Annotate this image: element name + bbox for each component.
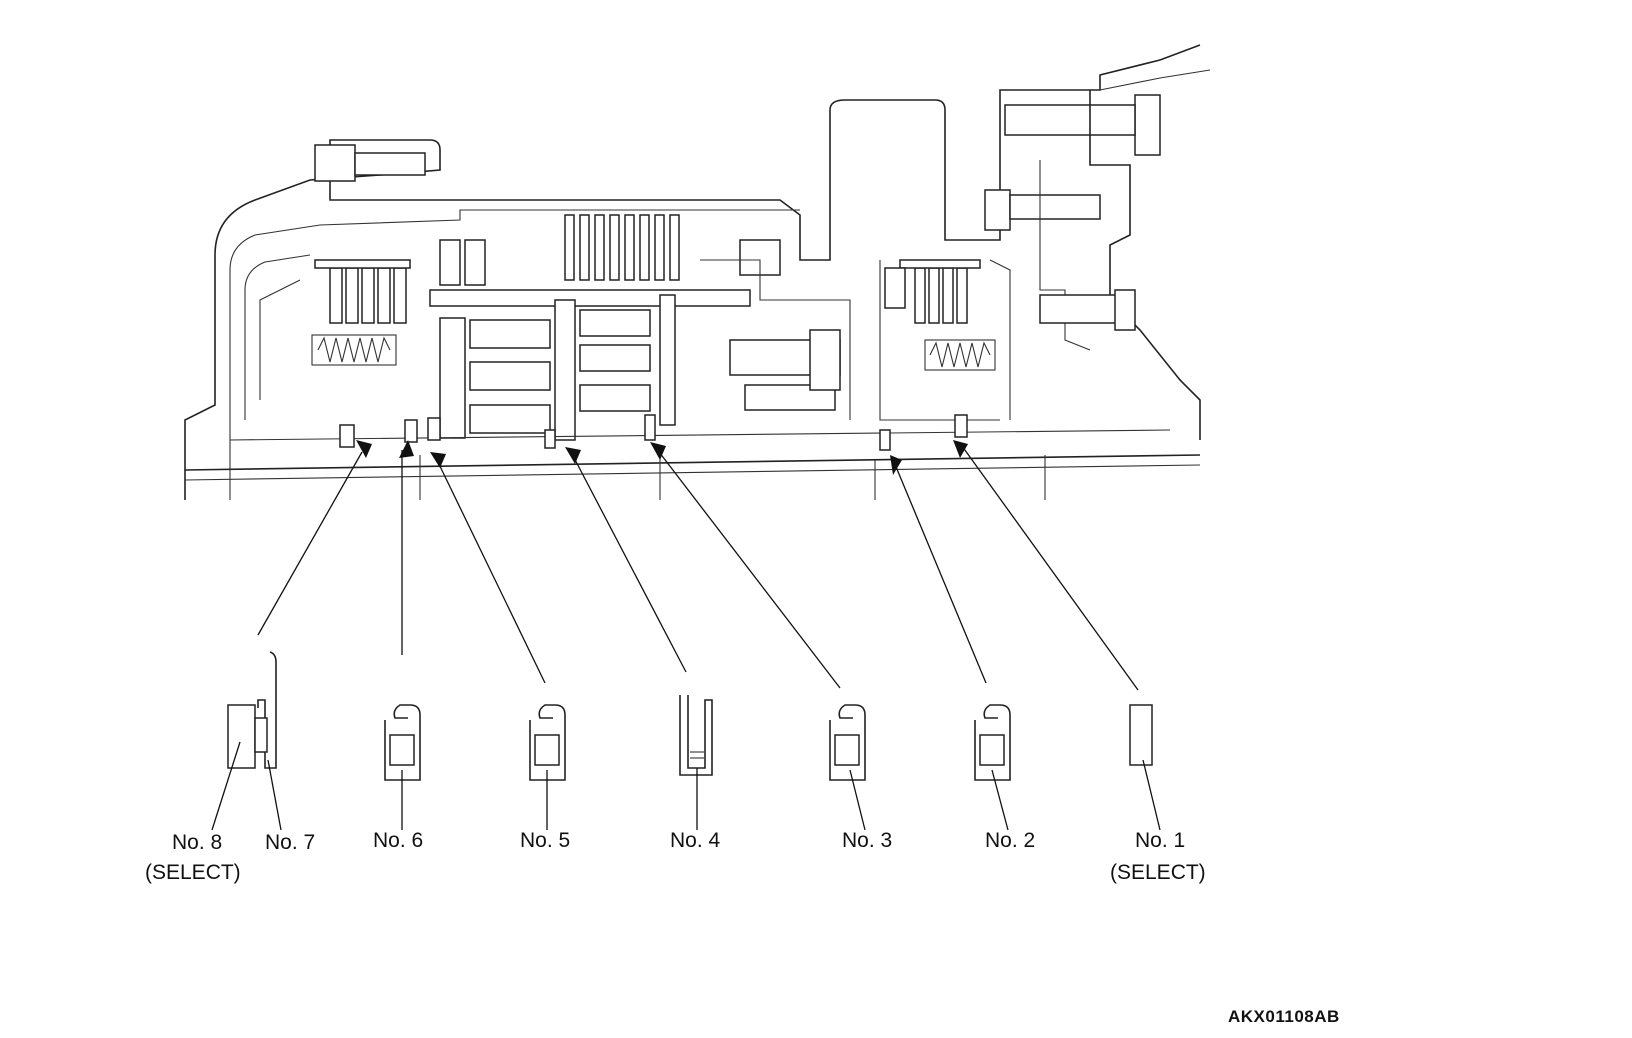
label-no5: No. 5 [520, 829, 571, 852]
bearing-no6-icon [384, 704, 421, 830]
bearing-no8-no7-icon [211, 651, 282, 831]
label-no8: No. 8 [172, 831, 223, 854]
figure-code: AKX01108AB [1228, 1007, 1340, 1026]
label-no3: No. 3 [842, 829, 893, 852]
label-no7: No. 7 [265, 831, 316, 854]
bearing-no1-icon [1129, 704, 1161, 831]
label-no6: No. 6 [373, 829, 424, 852]
transmission-cross-section [184, 44, 1211, 500]
label-no1-select: (SELECT) [1110, 861, 1206, 884]
bearing-no4-icon [679, 695, 713, 830]
label-no1: No. 1 [1135, 829, 1186, 852]
label-no2: No. 2 [985, 829, 1036, 852]
leader-lines [257, 445, 1139, 691]
label-no4: No. 4 [670, 829, 721, 852]
bearing-no2-icon [974, 704, 1011, 831]
bearing-no3-icon [829, 704, 866, 831]
bearing-no5-icon [529, 704, 566, 830]
label-no8-select: (SELECT) [145, 861, 241, 884]
